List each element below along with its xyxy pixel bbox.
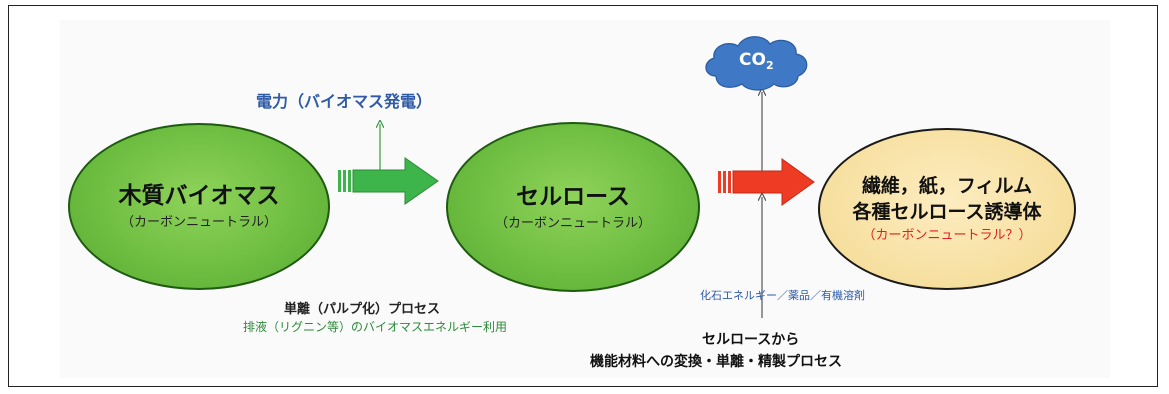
node-cellulose-title: セルロース [516,183,630,210]
power-label: 電力（バイオマス発電） [256,92,433,111]
red-process-arrow [718,158,815,206]
green-process-arrow [338,157,439,205]
conversion-process-label-line2: 機能材料への変換・単離・精製プロセス [590,354,842,370]
node-woody-biomass-subtitle: （カーボンニュートラル） [120,215,277,230]
co2-cloud [705,36,808,91]
node-woody-biomass: 木質バイオマス （カーボンニュートラル） [68,123,330,290]
fossil-inputs-label: 化石エネルギー／薬品／有機溶剤 [700,289,865,302]
co2-label: CO2 [739,50,774,76]
co2-label-main: CO [739,50,766,70]
co2-label-subscript: 2 [765,59,774,72]
node-products-line1: 繊維，紙，フィルム [861,175,1033,197]
node-cellulose: セルロース （カーボンニュートラル） [446,122,700,292]
node-products-line2: 各種セルロース誘導体 [852,201,1042,223]
waste-liquor-label: 排液（リグニン等）のバイオマスエネルギー利用 [243,320,508,334]
node-products-subtitle: （カーボンニュートラル？） [862,228,1032,243]
node-cellulose-subtitle: （カーボンニュートラル） [494,215,651,231]
node-woody-biomass-title: 木質バイオマス [118,183,280,209]
node-products: 繊維，紙，フィルム 各種セルロース誘導体 （カーボンニュートラル？） [818,128,1076,290]
separation-process-label: 単離（パルプ化）プロセス [284,302,441,317]
conversion-process-label-line1: セルロースから [702,332,800,348]
